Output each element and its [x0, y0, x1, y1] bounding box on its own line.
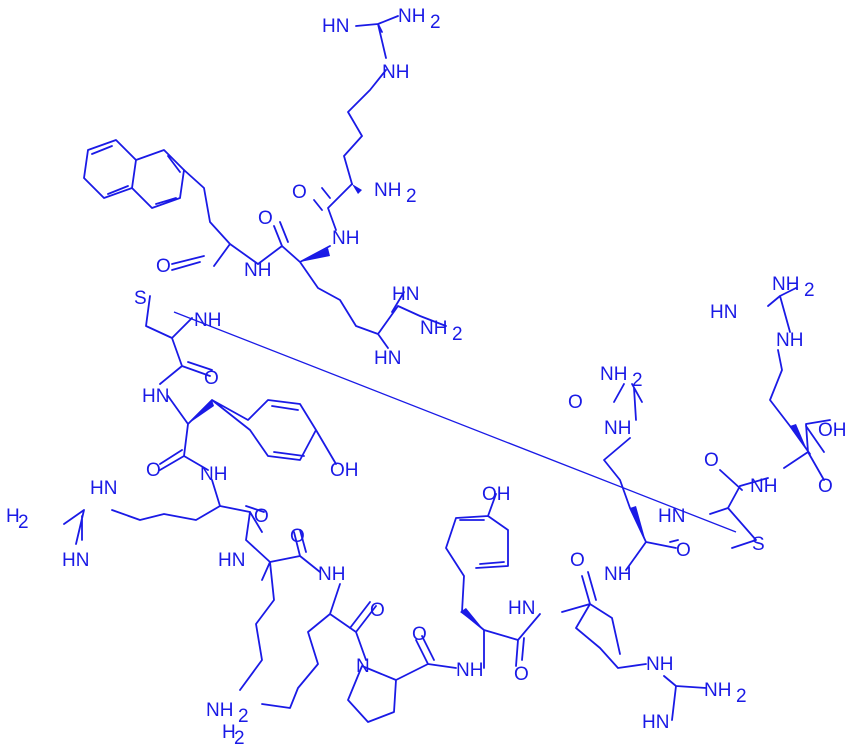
wedge-bond [352, 184, 362, 194]
atom-label: O [514, 664, 529, 685]
bond [159, 395, 337, 471]
bond [183, 169, 259, 267]
atom-label: NH [600, 364, 627, 385]
atom-label: NH [704, 680, 731, 701]
atom-label: HN [658, 506, 685, 527]
atom-labels: HN NH NH NH O NH O NH HN NH HN S O NH HN… [6, 6, 847, 743]
bond [767, 287, 797, 333]
bond [347, 635, 457, 723]
wedge-bond [188, 400, 214, 424]
atom-label: NH [646, 654, 673, 675]
atom-label: H [6, 506, 20, 527]
atom-label: NH [604, 564, 631, 585]
atom-label: O [292, 182, 307, 203]
subscript-2: 2 [18, 512, 29, 533]
atom-label: HN [642, 712, 669, 733]
bond [173, 311, 737, 533]
subscript-2: 2 [234, 728, 245, 745]
atom-label: HN [218, 550, 245, 571]
bond [83, 139, 185, 209]
atom-label: NH [332, 228, 359, 249]
bond [769, 349, 831, 481]
subscript-2: 2 [736, 686, 747, 707]
atom-label: O [156, 256, 171, 277]
atom-label: NH [776, 330, 803, 351]
atom-label: HN [710, 302, 737, 323]
wedge-bond [300, 248, 330, 262]
atom-label: O [370, 600, 385, 621]
atom-label: O [818, 476, 833, 497]
wedge-bond [460, 608, 484, 630]
wedge-bond [790, 424, 808, 452]
atom-label: O [146, 460, 161, 481]
atom-label: O [676, 540, 691, 561]
atom-label: OH [330, 460, 359, 481]
bond [261, 583, 377, 709]
wedge-bond [630, 506, 646, 542]
bond [171, 255, 205, 271]
bond [561, 571, 707, 721]
atom-label: O [204, 368, 219, 389]
atom-label: O [258, 208, 273, 229]
subscript-2: 2 [430, 12, 441, 33]
subscript-2: 2 [804, 280, 815, 301]
subscript-2: 2 [632, 370, 643, 391]
atom-label: N [356, 656, 370, 677]
atom-label: HN [508, 598, 535, 619]
atom-label: O [412, 624, 427, 645]
atom-label: S [752, 534, 765, 555]
atom-label: NH [374, 180, 401, 201]
atom-label: NH [456, 660, 483, 681]
bond [445, 493, 541, 669]
atom-label: OH [818, 420, 847, 441]
atom-label: NH [194, 310, 221, 331]
bond-lines [63, 15, 831, 723]
bond [63, 479, 271, 563]
atom-label: HN [90, 478, 117, 499]
atom-label: HN [62, 550, 89, 571]
atom-label: NH [318, 564, 345, 585]
atom-label: NH [772, 274, 799, 295]
bond [603, 383, 679, 571]
atom-label: OH [482, 484, 511, 505]
atom-label: H [222, 722, 236, 743]
atom-label: O [290, 526, 305, 547]
bond [257, 221, 447, 349]
atom-label: NH [604, 418, 631, 439]
atom-label: NH [206, 700, 233, 721]
bond [313, 183, 353, 231]
atom-label: HN [322, 16, 349, 37]
atom-label: NH [200, 464, 227, 485]
stereo-wedges [188, 184, 808, 630]
bond [145, 295, 213, 385]
atom-label: HN [392, 284, 419, 305]
bond [343, 15, 399, 185]
atom-label: O [704, 450, 719, 471]
subscript-2: 2 [406, 186, 417, 207]
atom-label: NH [382, 62, 409, 83]
atom-label: NH [750, 476, 777, 497]
bond [239, 529, 321, 691]
atom-label: HN [142, 386, 169, 407]
atom-label: O [254, 506, 269, 527]
atom-label: NH [244, 260, 271, 281]
atom-label: NH [398, 6, 425, 27]
subscripts: 2 2 2 2 2 2 2 2 2 [18, 12, 815, 745]
atom-label: O [570, 550, 585, 571]
subscript-2: 2 [238, 706, 249, 727]
atom-label: HN [374, 348, 401, 369]
atom-label: O [568, 392, 583, 413]
subscript-2: 2 [452, 324, 463, 345]
atom-label: NH [420, 318, 447, 339]
bond [709, 469, 769, 549]
atom-label: S [134, 288, 147, 309]
